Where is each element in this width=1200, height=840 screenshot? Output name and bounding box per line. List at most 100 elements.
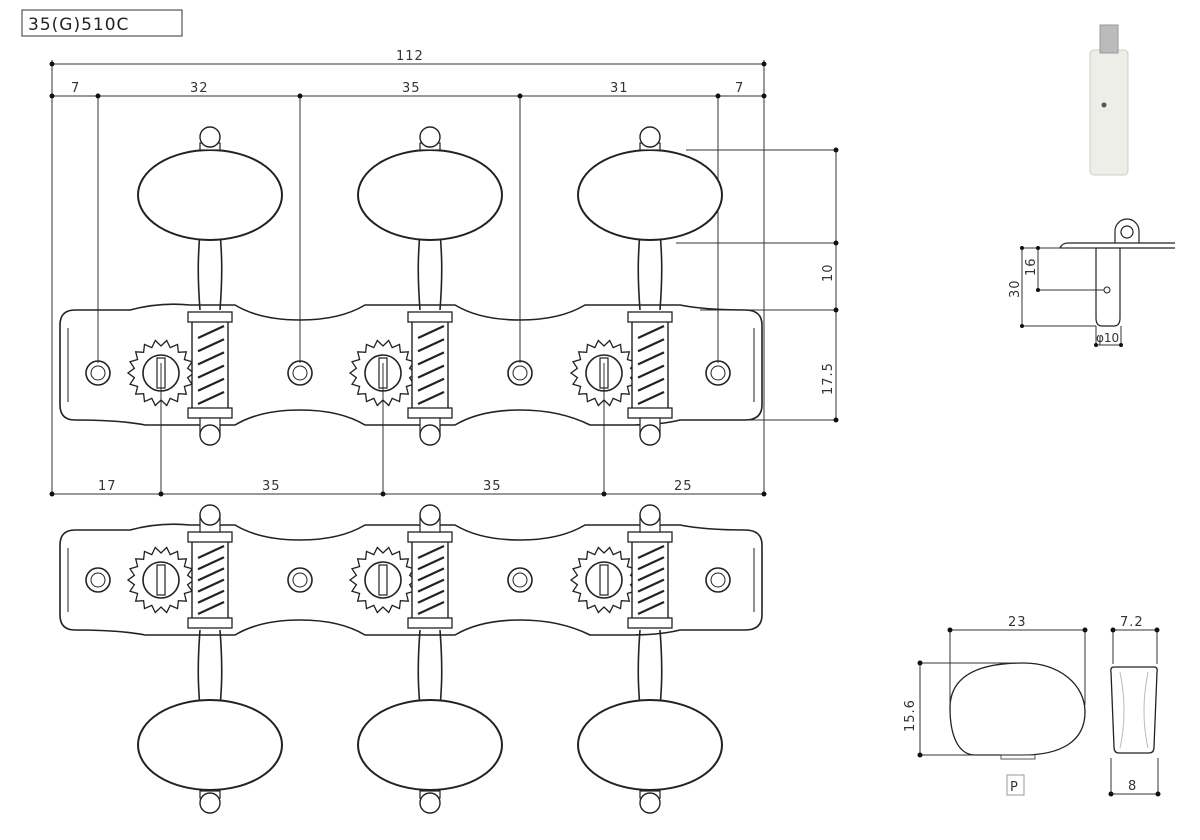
shaft-bushing [407, 617, 453, 629]
mounting-hole-inner [710, 365, 726, 381]
gear-icon [569, 546, 639, 614]
mounting-hole-icon [85, 360, 111, 386]
worm-thread [637, 556, 665, 571]
gear-icon [126, 339, 196, 407]
knob-tip-icon [199, 792, 221, 814]
dim-seg: 32 [190, 81, 209, 96]
shaft-bushing [187, 407, 233, 419]
worm-thread [197, 545, 225, 559]
model-title-box: 35(G)510C [21, 9, 183, 37]
worm-thread [637, 325, 665, 339]
worm-thread [417, 578, 445, 593]
knob-thickness-bottom-label: 8 [1128, 779, 1137, 794]
tuner-plate-top-view [59, 126, 763, 446]
worm-thread [417, 364, 445, 379]
knob-width-label: 23 [1008, 615, 1027, 630]
string-hole-slot [378, 357, 388, 389]
shaft-bushing [627, 531, 673, 543]
model-title: 35(G)510C [28, 15, 129, 35]
dim-seg: 31 [610, 81, 629, 96]
string-hole-slot [378, 564, 388, 596]
mounting-hole-icon [287, 567, 313, 593]
post-side-detail: 30 16 φ10 [1008, 218, 1175, 347]
tuner-knob-icon [137, 699, 283, 791]
shaft-bushing [407, 311, 453, 323]
mounting-hole-inner [512, 365, 528, 381]
shaft-bushing [407, 531, 453, 543]
shaft-bushing [627, 311, 673, 323]
worm-thread [417, 377, 445, 392]
plate-inner-edge [67, 328, 755, 402]
end-screw-icon [639, 424, 661, 446]
worm-thread [637, 351, 665, 366]
tuner-knob-icon [577, 149, 723, 241]
mounting-hole-inner [292, 572, 308, 588]
knob-tip-icon [639, 792, 661, 814]
tuner-knob-icon [357, 699, 503, 791]
worm-thread [637, 545, 665, 559]
end-screw-icon [419, 504, 441, 526]
knob-tip-icon [419, 126, 441, 148]
shaft-bushing [187, 531, 233, 543]
shaft-bushing [627, 617, 673, 629]
worm-thread [197, 601, 225, 615]
mounting-hole-inner [292, 365, 308, 381]
worm-thread [637, 578, 665, 593]
knob-height-label: 15.6 [903, 699, 918, 732]
post-diameter-label: φ10 [1096, 331, 1119, 345]
dim-overall: 112 [396, 49, 424, 64]
worm-thread [197, 556, 225, 571]
knob-tip-icon [419, 792, 441, 814]
dim-bottom-seg: 17 [98, 479, 117, 494]
gear-icon [126, 546, 196, 614]
worm-thread [197, 325, 225, 339]
dim-seg: 7 [71, 81, 80, 96]
top-dimensions: 112 7 32 35 31 7 17 35 35 25 10 17.5 [49, 49, 839, 497]
knob-tip-icon [199, 126, 221, 148]
mounting-hole-icon [85, 567, 111, 593]
dim-bottom-seg: 35 [483, 479, 502, 494]
knob-thickness-top-label: 7.2 [1120, 615, 1144, 630]
tuner-knob-icon [137, 149, 283, 241]
worm-thread [197, 567, 225, 582]
worm-thread [417, 325, 445, 339]
worm-thread [417, 351, 445, 366]
string-post-roller [142, 561, 180, 599]
string-post-roller [364, 561, 402, 599]
string-hole-slot [599, 564, 609, 596]
mounting-hole-icon [507, 360, 533, 386]
dim-right: 10 [821, 263, 836, 282]
shaft-bushing [407, 407, 453, 419]
string-post-roller [364, 354, 402, 392]
worm-thread [637, 589, 665, 604]
dim-bottom-seg: 35 [262, 479, 281, 494]
mounting-hole-icon [705, 360, 731, 386]
string-post-roller [585, 354, 623, 392]
worm-thread [637, 377, 665, 392]
worm-thread [637, 391, 665, 405]
worm-thread [417, 601, 445, 615]
worm-thread [417, 556, 445, 571]
gear-icon [348, 339, 418, 407]
tuner-plate-bottom-view [59, 504, 763, 814]
worm-thread [417, 589, 445, 604]
gear-icon [348, 546, 418, 614]
worm-thread [637, 601, 665, 615]
worm-thread [637, 567, 665, 582]
tuner-plate [59, 523, 763, 636]
tuner-plate [59, 303, 763, 426]
mounting-hole-inner [710, 572, 726, 588]
worm-thread [197, 377, 225, 392]
worm-thread [417, 567, 445, 582]
mounting-hole-inner [90, 365, 106, 381]
worm-thread [417, 545, 445, 559]
dim-seg: 35 [402, 81, 421, 96]
string-hole-slot [156, 564, 166, 596]
shaft-bushing [187, 617, 233, 629]
mounting-hole-inner [512, 572, 528, 588]
string-post-roller [142, 354, 180, 392]
knob-detail: 23 15.6 P 7.2 8 [903, 615, 1161, 797]
plate-inner-edge [67, 548, 755, 612]
mounting-hole-icon [507, 567, 533, 593]
knob-tip-icon [639, 126, 661, 148]
